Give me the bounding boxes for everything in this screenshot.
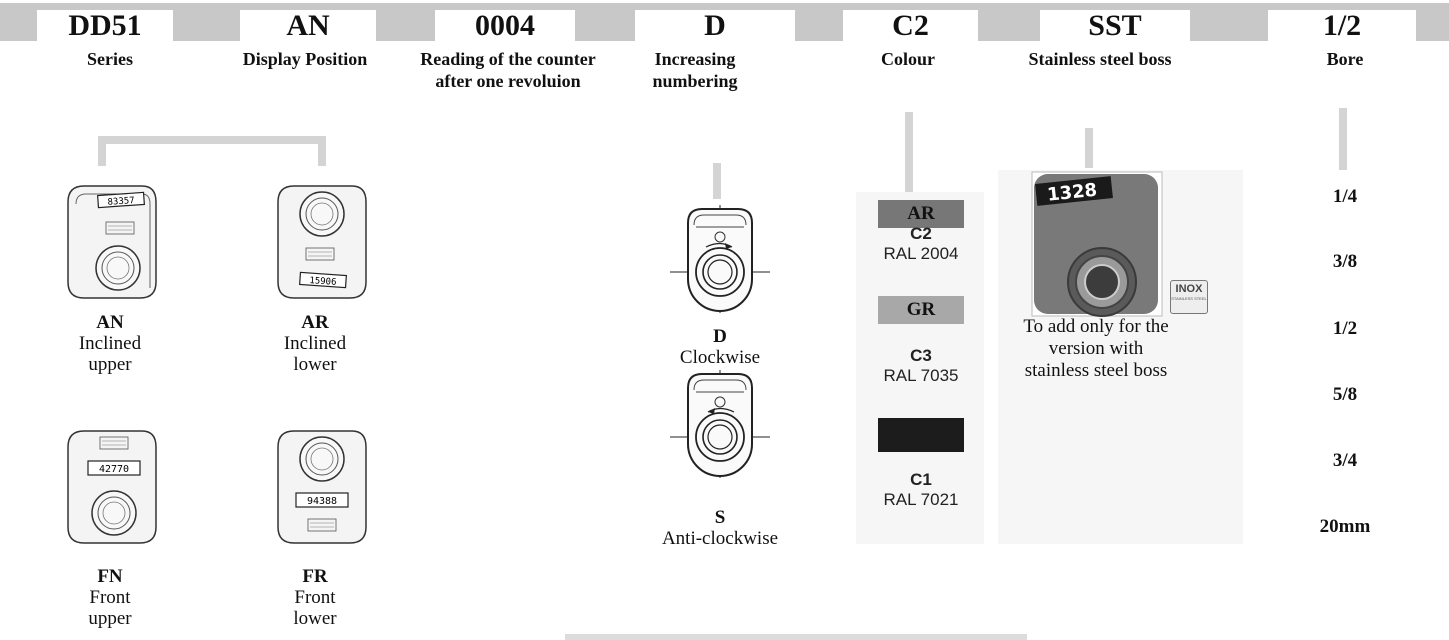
label-colour: Colour: [881, 49, 935, 69]
code-stainless: SST: [1040, 10, 1190, 41]
swatch-gr: GR: [878, 296, 964, 324]
position-fr-desc: Front lower: [293, 587, 337, 629]
colour-c3-ral: RAL 7035: [883, 366, 959, 385]
swatch-black: [878, 418, 964, 452]
stainless-boss-photo-icon: 1328: [1031, 171, 1163, 317]
bore-value: 3/4: [1332, 450, 1358, 471]
direction-s-code: S: [714, 507, 726, 528]
inox-badge-title: INOX: [1175, 283, 1203, 295]
position-fn-code: FN: [97, 566, 123, 587]
bore-value: 5/8: [1332, 384, 1358, 405]
bottom-divider: [565, 634, 1027, 640]
bore-value: 20mm: [1319, 516, 1371, 537]
label-stainless: Stainless steel boss: [1028, 49, 1172, 69]
swatch-ar: AR: [878, 200, 964, 228]
position-ar-desc: Inclined lower: [283, 333, 347, 375]
inox-badge-icon: INOX STAINLESS STEEL: [1170, 280, 1208, 314]
counter-an-icon: 83357: [67, 185, 157, 299]
label-series: Series: [87, 49, 133, 69]
counter-fr-icon: 94388: [277, 430, 367, 544]
connector-bore: [1339, 108, 1347, 170]
code-reading: 0004: [435, 10, 575, 41]
inox-badge-sub: STAINLESS STEEL: [1171, 296, 1207, 301]
direction-d-desc: Clockwise: [679, 347, 761, 368]
clockwise-icon: [670, 205, 770, 313]
bore-value: 3/8: [1332, 251, 1358, 272]
counter-fr-digits: 94388: [307, 496, 337, 507]
counter-fn-digits: 42770: [99, 464, 129, 475]
code-bore: 1/2: [1268, 10, 1416, 41]
code-increasing: D: [635, 10, 795, 41]
position-an-code: AN: [96, 312, 124, 333]
direction-s-desc: Anti-clockwise: [661, 528, 779, 549]
position-ar-caption: AR Inclined lower: [265, 312, 365, 375]
code-series: DD51: [37, 10, 173, 41]
colour-c1-code: C1: [910, 470, 932, 489]
code-display-position: AN: [240, 10, 376, 41]
connector-increasing: [713, 163, 721, 199]
direction-d-code: D: [713, 326, 727, 347]
colour-c3-code: C3: [910, 346, 932, 365]
direction-s-caption: S Anti-clockwise: [630, 507, 810, 549]
bracket-connector: [98, 136, 325, 144]
position-fn-caption: FN Front upper: [60, 566, 160, 629]
colour-c3: C3 RAL 7035: [860, 346, 982, 386]
colour-c2: C2 RAL 2004: [860, 224, 982, 264]
position-fr-code: FR: [302, 566, 328, 587]
colour-c1: C1 RAL 7021: [860, 470, 982, 510]
bore-value: 1/2: [1332, 318, 1358, 339]
connector-stainless: [1085, 128, 1093, 168]
colour-c1-ral: RAL 7021: [883, 490, 959, 509]
position-fr-caption: FR Front lower: [265, 566, 365, 629]
position-ar-code: AR: [301, 312, 329, 333]
label-reading: Reading of the counter after one revolui…: [420, 49, 596, 91]
label-increasing: Increasing numbering: [652, 49, 738, 91]
counter-fn-icon: 42770: [67, 430, 157, 544]
colour-panel: [856, 192, 984, 544]
label-bore: Bore: [1326, 49, 1364, 69]
code-colour: C2: [843, 10, 978, 41]
colour-c2-ral: RAL 2004: [883, 244, 959, 263]
label-display-position: Display Position: [242, 49, 368, 69]
position-fn-desc: Front upper: [88, 587, 132, 629]
counter-an-digits: 83357: [107, 196, 135, 208]
position-an-desc: Inclined upper: [78, 333, 142, 375]
direction-d-caption: D Clockwise: [640, 326, 800, 368]
position-an-caption: AN Inclined upper: [60, 312, 160, 375]
bore-value: 1/4: [1332, 186, 1358, 207]
bracket-left: [98, 136, 106, 166]
stainless-photo-digits: 1328: [1046, 180, 1098, 206]
bracket-right: [318, 136, 326, 166]
counter-ar-icon: 15906: [277, 185, 367, 299]
stainless-note: To add only for the version with stainle…: [1023, 316, 1169, 381]
counter-ar-digits: 15906: [309, 276, 337, 288]
anticlockwise-icon: [670, 370, 770, 478]
colour-c2-code: C2: [910, 224, 932, 243]
connector-colour: [905, 112, 913, 194]
